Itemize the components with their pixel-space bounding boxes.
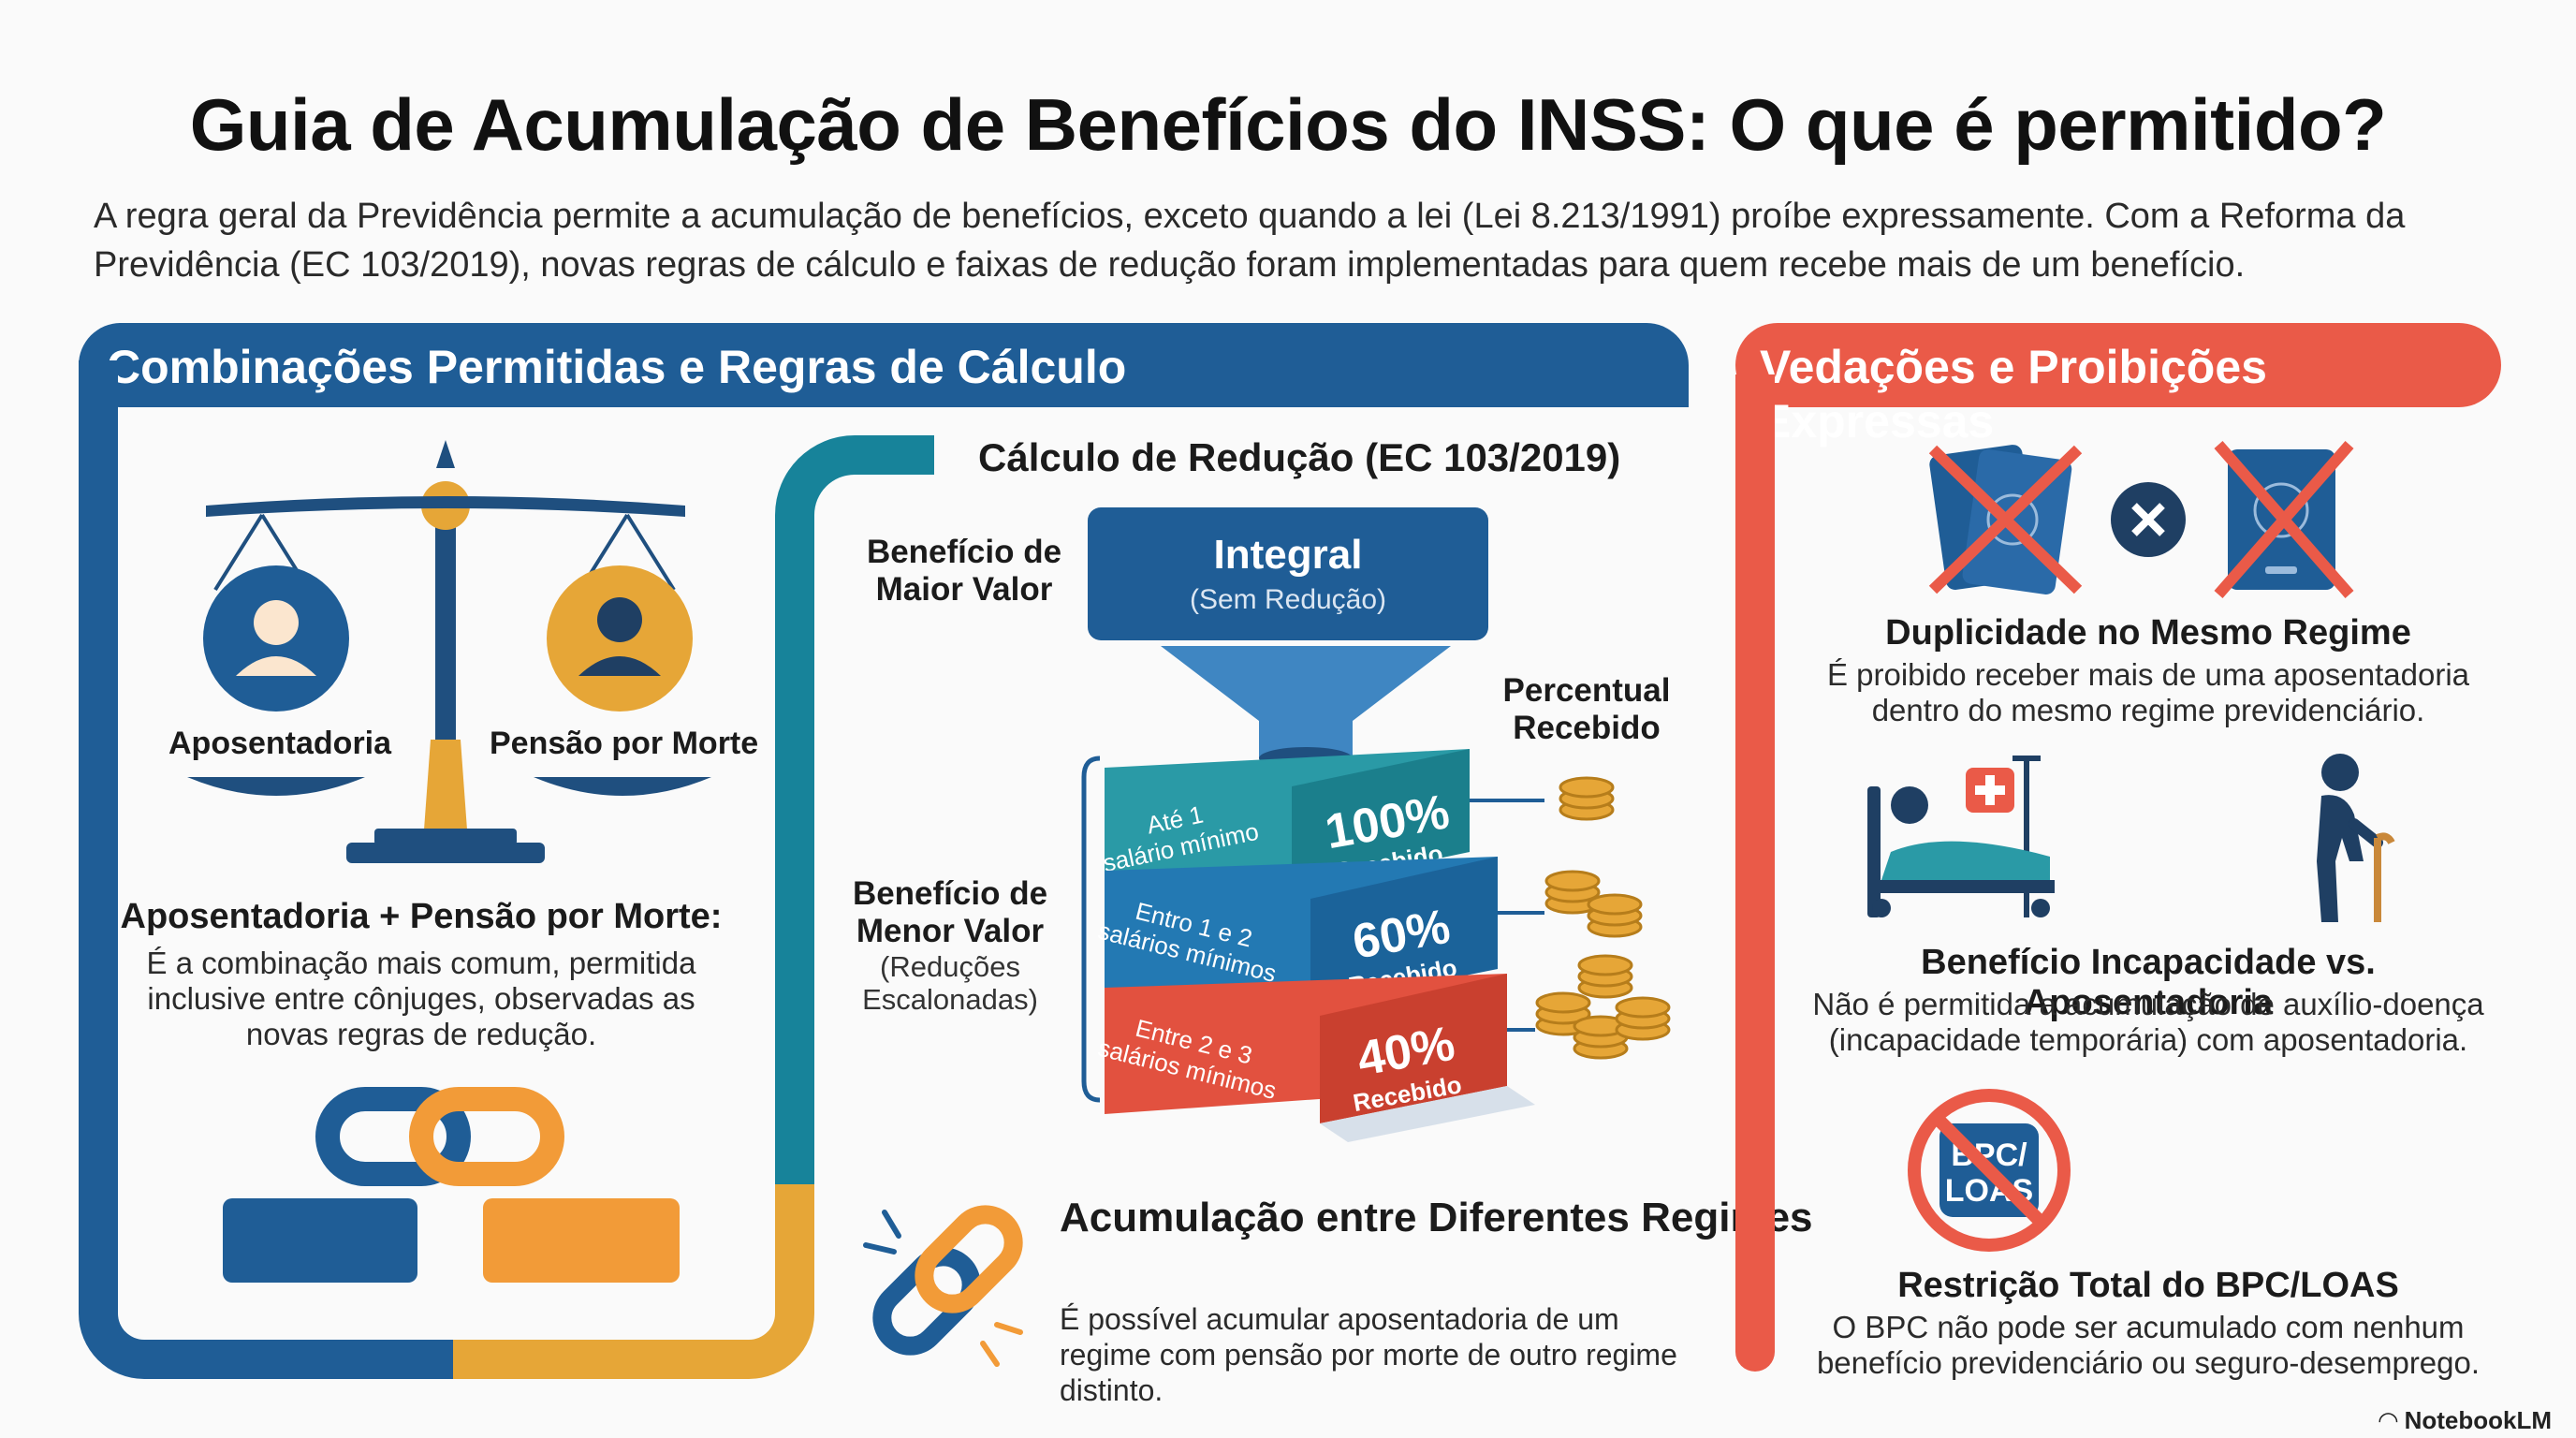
cross-regime-title: Acumulação entre Diferentes Regimes bbox=[1060, 1195, 1813, 1240]
duplicate-documents-icon bbox=[1928, 441, 2354, 598]
allowed-combinations-header: Combinações Permitidas e Regras de Cálcu… bbox=[79, 323, 1689, 407]
prohibition-1-description: É proibido receber mais de uma aposentad… bbox=[1826, 657, 2470, 727]
prohibition-3-title: Restrição Total do BPC/LOAS bbox=[1897, 1266, 2399, 1305]
prohibition-1-title: Duplicidade no Mesmo Regime bbox=[1885, 613, 2411, 653]
notebooklm-logo-icon: ◠ bbox=[2378, 1406, 2405, 1434]
integral-sublabel: (Sem Redução) bbox=[1189, 584, 1387, 615]
prohibitions-bar bbox=[1735, 374, 1775, 1372]
tier-3: Entre 2 e 3salários mínimos 40% Recebido bbox=[1095, 974, 1535, 1142]
combo-title: Aposentadoria + Pensão por Morte: bbox=[120, 897, 723, 936]
prohibitions-heading: Vedações e Proibições Expressas bbox=[1760, 341, 2267, 448]
prohibition-2-description: Não é permitida a acumulação de auxílio-… bbox=[1812, 987, 2484, 1057]
tier-2: Entro 1 e 2salários mínimos 60% Recebido bbox=[1095, 857, 1498, 1006]
left-frame bbox=[79, 360, 462, 1379]
linked-blocks-icon bbox=[223, 1087, 680, 1283]
integral-label: Integral bbox=[1213, 532, 1363, 578]
notebooklm-brand: ◠ NotebookLM bbox=[2378, 1406, 2552, 1435]
hospital-bed-icon bbox=[1867, 756, 2055, 917]
cross-regime-description: É possível acumular aposentadoria de um … bbox=[1060, 1302, 1677, 1407]
notebooklm-label: NotebookLM bbox=[2404, 1406, 2552, 1434]
combo-description: É a combinação mais comum, permitida inc… bbox=[146, 946, 696, 1051]
bpc-loas-prohibited-icon: BPC/ LOAS bbox=[1908, 1089, 2071, 1252]
prohibitions-header: Vedações e Proibições Expressas bbox=[1735, 323, 2501, 448]
calc-title: Cálculo de Redução (EC 103/2019) bbox=[978, 435, 1621, 479]
percent-received-label: Percentual Recebido bbox=[1502, 672, 1671, 746]
tier-1: Até 1salário mínimo 100% Recebido bbox=[1101, 749, 1470, 889]
scale-right-label: Pensão por Morte bbox=[490, 726, 759, 761]
allowed-combinations-panel: Combinações Permitidas e Regras de Cálcu… bbox=[79, 323, 1689, 1379]
prohibition-2-title: Benefício Incapacidade vs. Aposentadoria bbox=[1921, 943, 2376, 1022]
page-title: Guia de Acumulação de Benefícios do INSS… bbox=[189, 83, 2387, 166]
reduction-tiers-diagram: Até 1salário mínimo 100% Recebido Entro … bbox=[1081, 646, 1671, 1142]
scale-icon bbox=[187, 440, 711, 863]
scale-left-label: Aposentadoria bbox=[168, 726, 392, 761]
elderly-person-icon bbox=[2317, 754, 2395, 922]
page-subtitle: A regra geral da Previdência permite a a… bbox=[94, 197, 2406, 285]
lower-benefit-label: Benefício de Menor Valor bbox=[852, 875, 1048, 949]
lower-benefit-sublabel: (Reduções Escalonadas) bbox=[862, 950, 1038, 1016]
allowed-combinations-heading: Combinações Permitidas e Regras de Cálcu… bbox=[107, 341, 1127, 393]
integral-box: Integral (Sem Redução) bbox=[1088, 507, 1488, 640]
higher-benefit-label: Benefício de Maior Valor bbox=[866, 534, 1062, 608]
broken-chain-icon bbox=[863, 1205, 1023, 1367]
prohibition-3-description: O BPC não pode ser acumulado com nenhum … bbox=[1816, 1310, 2481, 1380]
coins-icon bbox=[1535, 776, 1671, 1060]
